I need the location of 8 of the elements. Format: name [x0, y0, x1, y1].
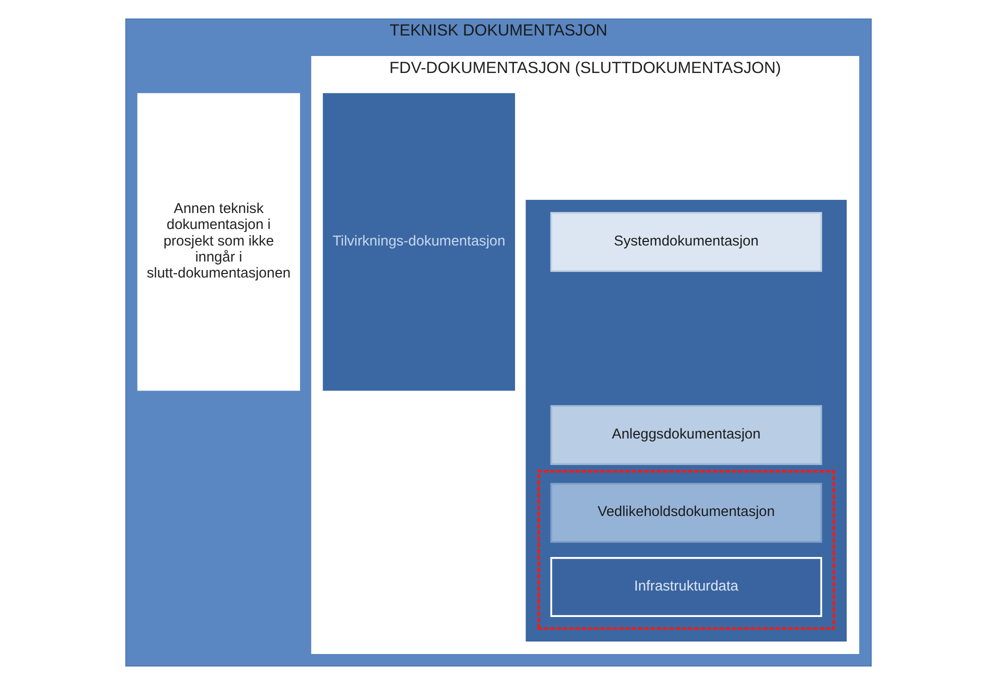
node-box: Annen teknisk dokumentasjon i prosjekt som ikke inngår i slutt-dokumentasjonen — [137, 93, 300, 391]
node-box: Tilvirknings-dokumentasjon — [322, 93, 516, 391]
node-box: Anleggsdokumentasjon — [550, 405, 822, 465]
node-box: Vedlikeholdsdokumentasjon — [550, 482, 822, 543]
cluster — [537, 470, 836, 630]
node-box: Infrastrukturdata — [550, 557, 822, 617]
node-box: Systemdokumentasjon — [550, 212, 822, 272]
cluster — [526, 200, 847, 642]
